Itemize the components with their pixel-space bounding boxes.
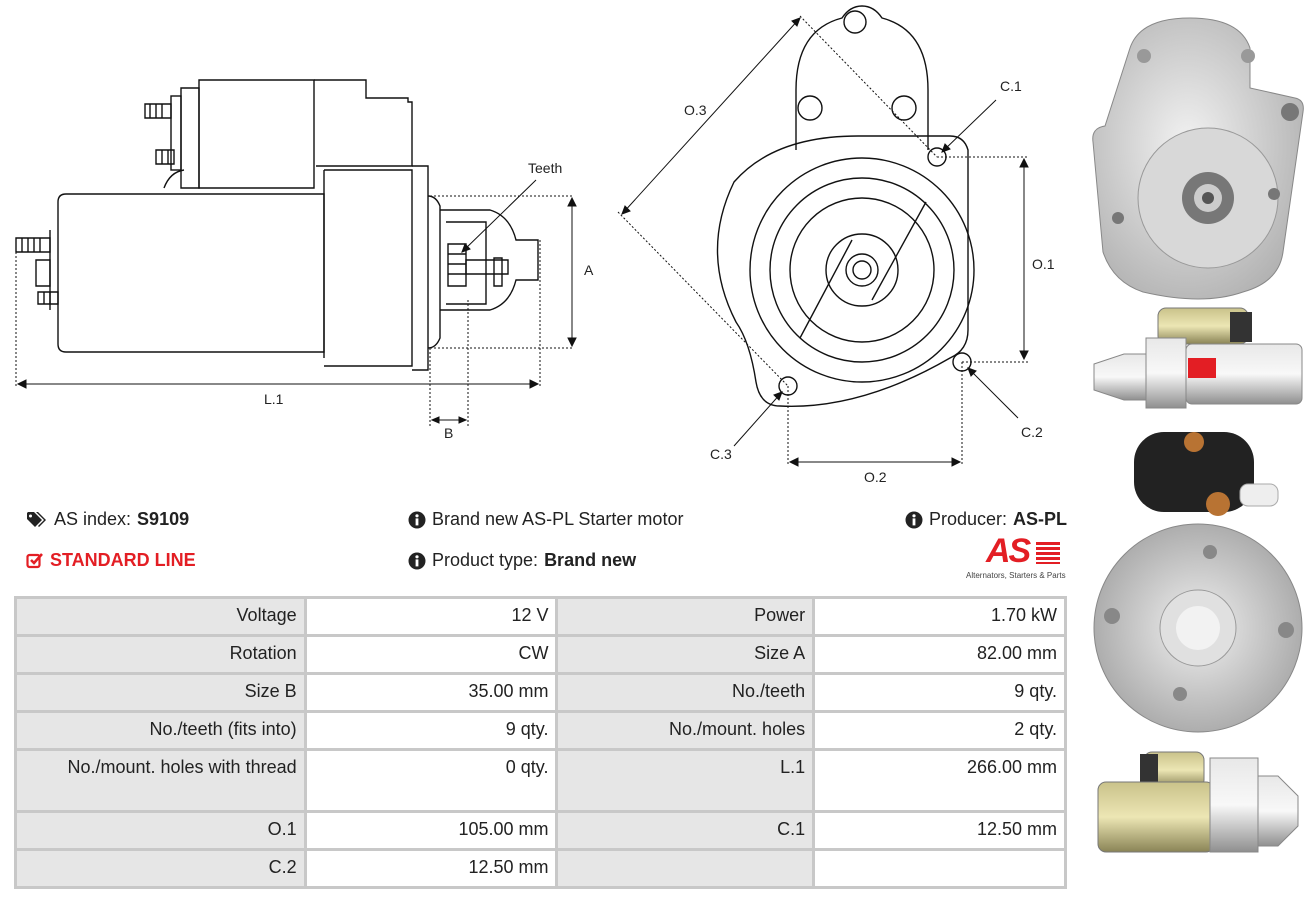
- spec-value: 12 V: [303, 596, 559, 637]
- table-row: No./teeth (fits into) 9 qty. No./mount. …: [14, 710, 1067, 751]
- spec-value: 0 qty.: [303, 748, 559, 813]
- label-b: B: [444, 425, 453, 441]
- side-view-drawing: Teeth A L.1 B: [15, 79, 594, 441]
- description-text: Brand new AS-PL Starter motor: [432, 509, 684, 529]
- as-pl-logo: AS Alternators, Starters & Parts: [964, 532, 1068, 584]
- label-teeth: Teeth: [528, 160, 562, 176]
- description: Brand new AS-PL Starter motor: [408, 509, 683, 530]
- table-row: Voltage 12 V Power 1.70 kW: [14, 596, 1067, 637]
- producer-label: Producer:: [928, 509, 1007, 529]
- spec-label-empty: [555, 848, 816, 889]
- spec-label: L.1: [555, 748, 816, 813]
- product-photo-back-side[interactable]: [1090, 746, 1306, 858]
- spec-value: 82.00 mm: [812, 634, 1067, 675]
- info-icon: [905, 511, 923, 528]
- label-o3: O.3: [684, 102, 707, 118]
- label-o1: O.1: [1032, 256, 1055, 272]
- logo-mark: AS: [986, 532, 1031, 570]
- label-c3: C.3: [710, 446, 732, 462]
- product-type: Product type: Brand new: [408, 550, 636, 571]
- spec-label: No./teeth: [555, 672, 816, 713]
- as-index-label: AS index:: [54, 509, 132, 529]
- spec-value: 12.50 mm: [303, 848, 559, 889]
- spec-label: Power: [555, 596, 816, 637]
- standard-line: STANDARD LINE: [26, 550, 196, 571]
- spec-label: No./teeth (fits into): [14, 710, 307, 751]
- product-photo-front[interactable]: [1090, 8, 1306, 304]
- table-row: O.1 105.00 mm C.1 12.50 mm: [14, 810, 1067, 851]
- spec-label: Voltage: [14, 596, 307, 637]
- label-c2: C.2: [1021, 424, 1043, 440]
- label-a: A: [584, 262, 594, 278]
- spec-label: No./mount. holes: [555, 710, 816, 751]
- spec-label: Rotation: [14, 634, 307, 675]
- label-c1: C.1: [1000, 78, 1022, 94]
- table-row: No./mount. holes with thread 0 qty. L.1 …: [14, 748, 1067, 813]
- spec-value: 35.00 mm: [303, 672, 559, 713]
- product-photo-rear[interactable]: [1090, 424, 1306, 738]
- spec-label: C.2: [14, 848, 307, 889]
- specs-table: Voltage 12 V Power 1.70 kW Rotation CW S…: [14, 596, 1067, 889]
- spec-value: CW: [303, 634, 559, 675]
- spec-value: 9 qty.: [303, 710, 559, 751]
- spec-label: No./mount. holes with thread: [14, 748, 307, 813]
- spec-value: 105.00 mm: [303, 810, 559, 851]
- table-row: C.2 12.50 mm: [14, 848, 1067, 889]
- logo-tagline: Alternators, Starters & Parts: [966, 571, 1066, 580]
- spec-value: 1.70 kW: [812, 596, 1067, 637]
- front-view-drawing: O.3 C.1 O.1 C.2 C.3 O.2: [617, 5, 1055, 485]
- checkbox-checked-icon: [26, 552, 43, 568]
- spec-label: Size A: [555, 634, 816, 675]
- product-type-label: Product type:: [432, 550, 539, 570]
- spec-value: 266.00 mm: [812, 748, 1067, 813]
- producer: Producer: AS-PL: [905, 509, 1067, 530]
- label-l1: L.1: [264, 391, 284, 407]
- spec-value: 9 qty.: [812, 672, 1067, 713]
- spec-value: 2 qty.: [812, 710, 1067, 751]
- as-index: AS index: S9109: [26, 509, 189, 530]
- table-row: Rotation CW Size A 82.00 mm: [14, 634, 1067, 675]
- table-row: Size B 35.00 mm No./teeth 9 qty.: [14, 672, 1067, 713]
- info-icon: [408, 511, 426, 528]
- as-index-value: S9109: [137, 509, 190, 529]
- producer-value: AS-PL: [1013, 509, 1067, 529]
- label-o2: O.2: [864, 469, 887, 485]
- tags-icon: [27, 511, 46, 527]
- product-photo-side[interactable]: [1090, 304, 1306, 414]
- spec-value-empty: [812, 848, 1067, 889]
- spec-value: 12.50 mm: [812, 810, 1067, 851]
- spec-label: O.1: [14, 810, 307, 851]
- spec-label: C.1: [555, 810, 816, 851]
- info-icon: [408, 552, 426, 569]
- product-type-value: Brand new: [544, 550, 637, 570]
- spec-label: Size B: [14, 672, 307, 713]
- standard-line-label: STANDARD LINE: [50, 550, 196, 570]
